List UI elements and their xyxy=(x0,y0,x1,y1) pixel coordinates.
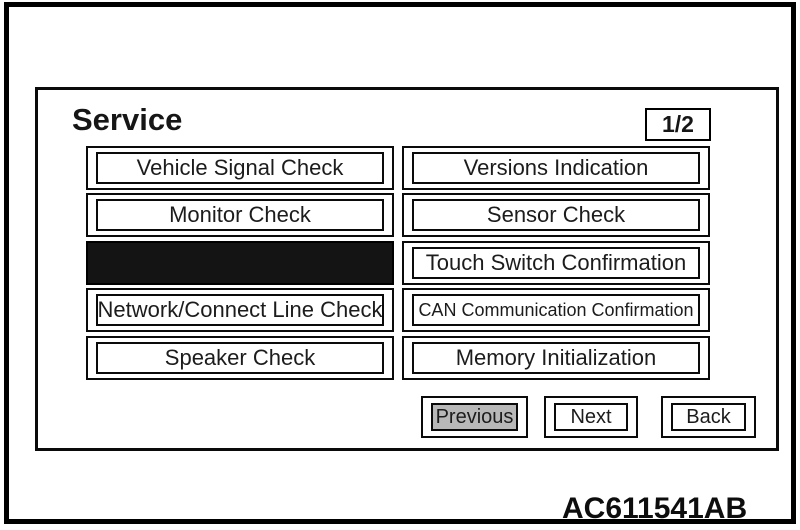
menu-button-versions-indication[interactable]: Versions Indication xyxy=(402,146,710,190)
menu-button-memory-initialization[interactable]: Memory Initialization xyxy=(402,336,710,380)
figure-code: AC611541AB xyxy=(562,492,748,525)
menu-button-blacked-out[interactable] xyxy=(86,241,394,285)
menu-button-label: Memory Initialization xyxy=(412,342,700,374)
menu-button-speaker-check[interactable]: Speaker Check xyxy=(86,336,394,380)
menu-button-label: Vehicle Signal Check xyxy=(96,152,384,184)
menu-button-sensor-check[interactable]: Sensor Check xyxy=(402,193,710,237)
menu-button-can-communication-confirmation[interactable]: CAN Communication Confirmation xyxy=(402,288,710,332)
menu-button-touch-switch-confirmation[interactable]: Touch Switch Confirmation xyxy=(402,241,710,285)
previous-button-label: Previous xyxy=(431,403,518,431)
menu-button-label: Network/Connect Line Check xyxy=(96,294,384,326)
page-indicator: 1/2 xyxy=(645,108,711,141)
menu-button-vehicle-signal-check[interactable]: Vehicle Signal Check xyxy=(86,146,394,190)
back-button[interactable]: Back xyxy=(661,396,756,438)
figure-border-frame: Service 1/2 Vehicle Signal Check Monitor… xyxy=(4,2,796,525)
next-button-label: Next xyxy=(554,403,628,431)
menu-button-label: Versions Indication xyxy=(412,152,700,184)
page-title: Service xyxy=(72,102,183,137)
page-indicator-label: 1/2 xyxy=(662,111,694,137)
menu-button-label: CAN Communication Confirmation xyxy=(412,294,700,326)
menu-button-label: Speaker Check xyxy=(96,342,384,374)
next-button[interactable]: Next xyxy=(544,396,638,438)
menu-button-label: Monitor Check xyxy=(96,199,384,231)
menu-button-label: Touch Switch Confirmation xyxy=(412,247,700,279)
menu-button-label: Sensor Check xyxy=(412,199,700,231)
menu-button-monitor-check[interactable]: Monitor Check xyxy=(86,193,394,237)
menu-button-network-connect-line-check[interactable]: Network/Connect Line Check xyxy=(86,288,394,332)
service-menu-panel: Service 1/2 Vehicle Signal Check Monitor… xyxy=(35,87,779,451)
previous-button[interactable]: Previous xyxy=(421,396,528,438)
menu-button-label xyxy=(90,245,390,281)
back-button-label: Back xyxy=(671,403,746,431)
